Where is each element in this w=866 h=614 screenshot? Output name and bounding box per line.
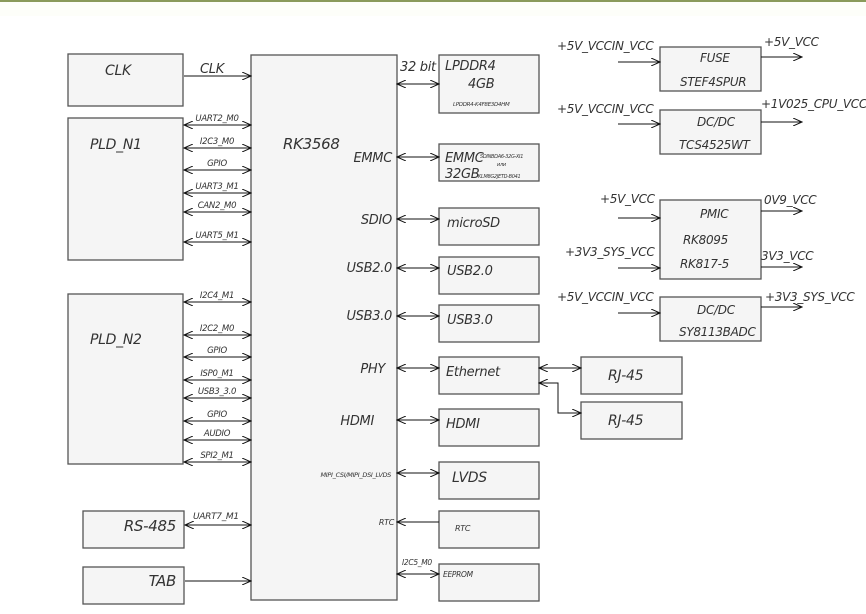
dcdc-cpu-in-label: +5V_VCCIN_VCC bbox=[557, 102, 654, 116]
lpddr4-line1: LPDDR4 bbox=[445, 59, 496, 74]
eeprom-block bbox=[438, 563, 540, 602]
usb20-label: USB2.0 bbox=[447, 264, 493, 279]
eth-rj45-b-arrow bbox=[539, 383, 581, 413]
pmic-out1-label: 0V9_VCC bbox=[764, 193, 817, 207]
lvds-block bbox=[438, 461, 540, 500]
dcdc-sys-out-label: +3V3_SYS_VCC bbox=[765, 290, 855, 304]
pld-n2-signal-label: GPIO bbox=[207, 346, 227, 356]
fuse-in-label: +5V_VCCIN_VCC bbox=[557, 39, 654, 53]
iface-sdio-label: SDIO bbox=[361, 213, 392, 228]
fuse-line2: STEF4SPUR bbox=[680, 75, 746, 89]
emmc-or: или bbox=[497, 162, 507, 168]
dcdc-sys-block bbox=[659, 296, 762, 342]
pld-n1-signal-label: UART3_M1 bbox=[195, 182, 238, 192]
fuse-block bbox=[659, 46, 762, 92]
fuse-out-label: +5V_VCC bbox=[764, 35, 820, 49]
iface-emmc-label: EMMC bbox=[353, 151, 393, 166]
iface-usb20-label: USB2.0 bbox=[346, 261, 392, 276]
pmic-line2: RK8095 bbox=[683, 233, 728, 247]
lpddr4-line2: 4GB bbox=[468, 77, 495, 92]
dcdc-cpu-line1: DC/DC bbox=[697, 115, 736, 129]
rtc-block bbox=[438, 510, 540, 549]
lpddr4-bus-label: 32 bit bbox=[400, 60, 437, 75]
microsd-label: microSD bbox=[447, 216, 500, 231]
pmic-in1-label: +5V_VCC bbox=[600, 192, 656, 206]
microsd-block bbox=[438, 207, 540, 246]
pmic-in2-label: +3V3_SYS_VCC bbox=[565, 245, 655, 259]
dcdc-sys-in-label: +5V_VCCIN_VCC bbox=[557, 290, 654, 304]
fuse-line1: FUSE bbox=[700, 51, 730, 65]
pmic-block bbox=[659, 199, 762, 280]
rj45-a-block bbox=[580, 356, 683, 395]
rj45-b-block bbox=[580, 401, 683, 440]
pld-n1-block bbox=[67, 117, 184, 261]
clk-block bbox=[67, 53, 184, 107]
lvds-label: LVDS bbox=[452, 470, 487, 486]
lpddr4-block bbox=[438, 54, 540, 114]
pld-n1-signal-label: I2C3_M0 bbox=[200, 137, 234, 147]
lpddr4-part: LPDDR4-K4F8E3D4HM bbox=[453, 102, 510, 108]
emmc-part1: SDINBDA6-32G-XI1 bbox=[480, 154, 523, 160]
eeprom-label: EEPROM bbox=[443, 570, 474, 579]
pld-n1-signal-label: CAN2_M0 bbox=[198, 201, 236, 211]
iface-rtc-label: RTC bbox=[379, 518, 395, 527]
pmic-out2-label: 3V3_VCC bbox=[761, 249, 814, 263]
uart7-label: UART7_M1 bbox=[193, 512, 239, 522]
dcdc-cpu-out-label: +1V025_CPU_VCC bbox=[761, 97, 866, 111]
pld-n1-signal-label: UART2_M0 bbox=[195, 114, 238, 124]
i2c5-label: I2C5_M0 bbox=[402, 558, 432, 567]
iface-usb30-label: USB3.0 bbox=[346, 309, 392, 324]
pmic-line3: RK817-5 bbox=[680, 257, 729, 271]
usb30-label: USB3.0 bbox=[447, 313, 493, 328]
pmic-line1: PMIC bbox=[700, 207, 729, 221]
rj45-b-label: RJ-45 bbox=[608, 413, 644, 429]
hdmi-block bbox=[438, 408, 540, 447]
dcdc-sys-line1: DC/DC bbox=[697, 303, 736, 317]
pld-n1-signal-label: GPIO bbox=[207, 159, 227, 169]
clk-signal-label: CLK bbox=[200, 62, 226, 77]
emmc-part2: KLM8G2JETD-B041 bbox=[478, 174, 521, 180]
emmc-block bbox=[438, 143, 540, 182]
iface-hdmi-label: HDMI bbox=[340, 414, 374, 429]
ethernet-block bbox=[438, 356, 540, 395]
pld-n2-signal-label: GPIO bbox=[207, 410, 227, 420]
ethernet-label: Ethernet bbox=[446, 365, 501, 380]
tab-block bbox=[82, 566, 185, 605]
dcdc-sys-line2: SY8113BADC bbox=[679, 325, 756, 339]
pld-n2-block bbox=[67, 293, 184, 465]
rs485-block bbox=[82, 510, 185, 549]
iface-phy-label: PHY bbox=[360, 362, 386, 377]
dcdc-cpu-block bbox=[659, 109, 762, 155]
rj45-a-label: RJ-45 bbox=[608, 368, 644, 384]
pld-n2-signal-label: SPI2_M1 bbox=[200, 451, 233, 461]
pld-n1-label: PLD_N1 bbox=[90, 137, 142, 153]
rtc-label: RTC bbox=[455, 524, 471, 533]
pld-n2-label: PLD_N2 bbox=[90, 332, 142, 348]
pld-n2-signal-label: ISP0_M1 bbox=[200, 369, 233, 379]
clk-block-label: CLK bbox=[105, 63, 133, 79]
usb20-block bbox=[438, 256, 540, 295]
dcdc-cpu-line2: TCS4525WT bbox=[679, 138, 752, 152]
top-band bbox=[0, 2, 866, 16]
tab-label: TAB bbox=[149, 572, 176, 590]
hdmi-label: HDMI bbox=[446, 417, 480, 432]
rk3568-label: RK3568 bbox=[283, 135, 340, 153]
pld-n2-signal-label: AUDIO bbox=[203, 429, 231, 439]
emmc-line2: 32GB bbox=[445, 167, 480, 182]
pld-n1-signal-label: UART5_M1 bbox=[195, 231, 238, 241]
rs485-label: RS-485 bbox=[124, 517, 176, 535]
iface-mipi-label: MIPI_CSI/MIPI_DSI_LVDS bbox=[320, 471, 391, 479]
pld-n2-signal-label: I2C4_M1 bbox=[200, 291, 234, 301]
pld-n2-signal-label: I2C2_M0 bbox=[200, 324, 234, 334]
emmc-line1: EMMC bbox=[445, 151, 485, 166]
top-border bbox=[0, 0, 866, 2]
rk3568-chip-block bbox=[250, 54, 398, 601]
pld-n2-signal-label: USB3_3.0 bbox=[198, 387, 236, 397]
usb30-block bbox=[438, 304, 540, 343]
